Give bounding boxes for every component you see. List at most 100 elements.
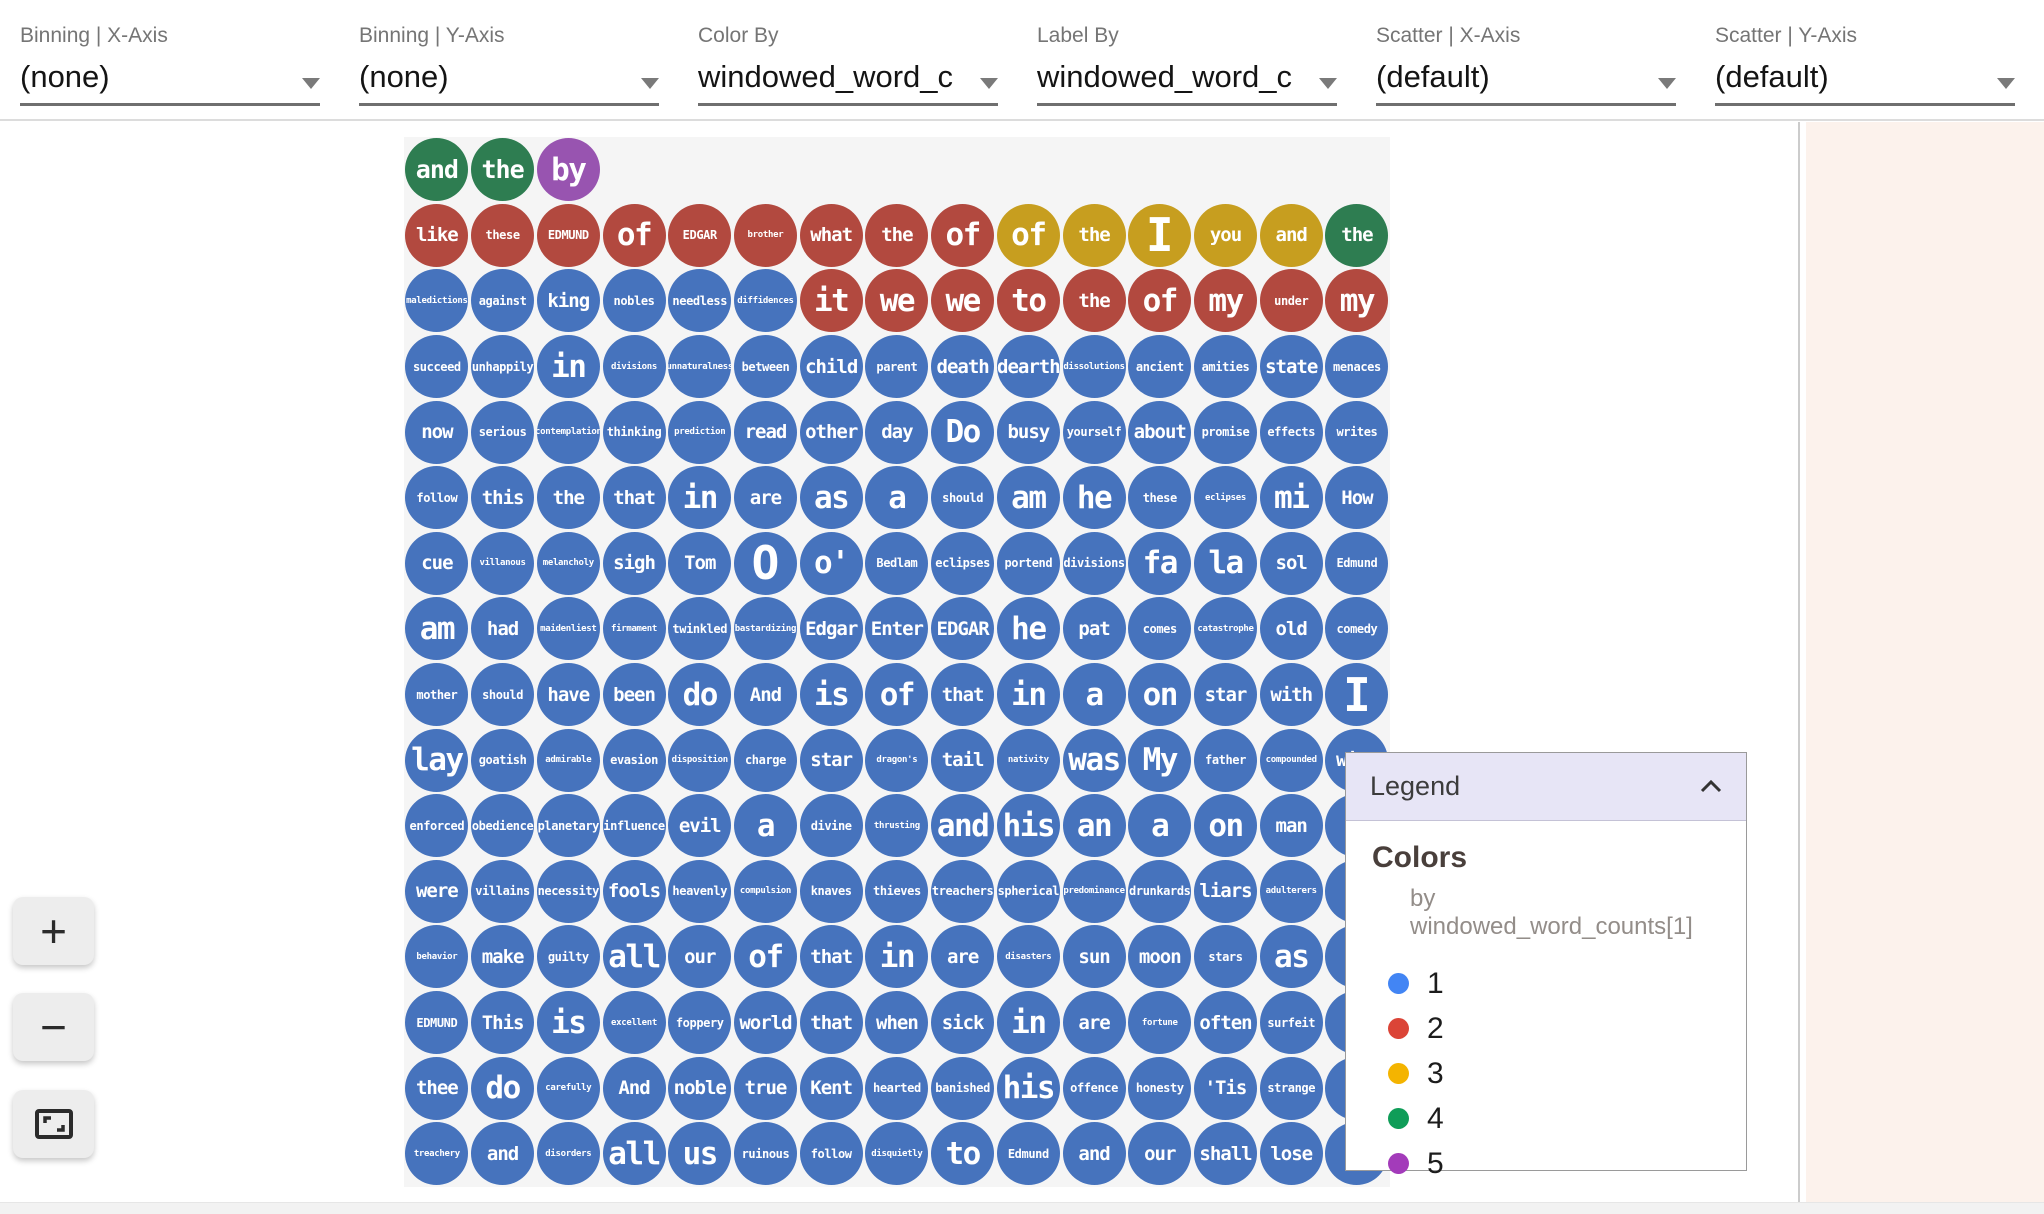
word-bubble[interactable]: the: [865, 203, 929, 267]
word-bubble[interactable]: busy: [996, 400, 1060, 464]
word-bubble[interactable]: surfeit: [1259, 991, 1323, 1055]
word-bubble[interactable]: often: [1193, 991, 1257, 1055]
dropdown-scatter-x[interactable]: Scatter | X-Axis (default): [1376, 0, 1676, 119]
zoom-in-button[interactable]: +: [13, 897, 94, 965]
word-bubble[interactable]: the: [1062, 203, 1126, 267]
word-bubble[interactable]: excellent: [602, 991, 666, 1055]
word-bubble[interactable]: we: [931, 269, 995, 333]
dropdown-binning-y[interactable]: Binning | Y-Axis (none): [359, 0, 659, 119]
word-bubble[interactable]: evil: [668, 794, 732, 858]
word-bubble[interactable]: contemplation: [536, 400, 600, 464]
word-bubble[interactable]: fortune: [1128, 991, 1192, 1055]
word-bubble[interactable]: obedience: [471, 794, 535, 858]
word-bubble[interactable]: about: [1128, 400, 1192, 464]
word-bubble[interactable]: he: [996, 597, 1060, 661]
word-bubble[interactable]: father: [1193, 728, 1257, 792]
word-bubble[interactable]: sick: [931, 991, 995, 1055]
word-bubble[interactable]: like: [405, 203, 469, 267]
word-bubble[interactable]: melancholy: [536, 531, 600, 595]
word-bubble[interactable]: eclipses: [1193, 466, 1257, 530]
word-bubble[interactable]: nativity: [996, 728, 1060, 792]
word-bubble[interactable]: serious: [471, 400, 535, 464]
word-bubble[interactable]: ruinous: [733, 1122, 797, 1186]
word-bubble[interactable]: with: [1259, 663, 1323, 727]
word-bubble[interactable]: lose: [1259, 1122, 1323, 1186]
word-bubble[interactable]: is: [536, 991, 600, 1055]
word-bubble[interactable]: amities: [1193, 335, 1257, 399]
word-bubble[interactable]: my: [1193, 269, 1257, 333]
word-bubble[interactable]: evasion: [602, 728, 666, 792]
word-bubble[interactable]: is: [799, 663, 863, 727]
word-bubble[interactable]: succeed: [405, 335, 469, 399]
word-bubble[interactable]: comedy: [1325, 597, 1389, 661]
word-bubble[interactable]: charge: [733, 728, 797, 792]
word-bubble[interactable]: as: [1259, 925, 1323, 989]
word-bubble[interactable]: follow: [405, 466, 469, 530]
word-bubble[interactable]: Edmund: [996, 1122, 1060, 1186]
word-bubble[interactable]: that: [931, 663, 995, 727]
word-bubble[interactable]: How: [1325, 466, 1389, 530]
word-bubble[interactable]: banished: [931, 1056, 995, 1120]
word-bubble[interactable]: goatish: [471, 728, 535, 792]
word-bubble[interactable]: state: [1259, 335, 1323, 399]
word-bubble[interactable]: maledictions: [405, 269, 469, 333]
word-bubble[interactable]: are: [733, 466, 797, 530]
word-bubble[interactable]: you: [1193, 203, 1257, 267]
word-bubble[interactable]: writes: [1325, 400, 1389, 464]
word-bubble[interactable]: parent: [865, 335, 929, 399]
word-bubble[interactable]: these: [471, 203, 535, 267]
word-bubble[interactable]: shall: [1193, 1122, 1257, 1186]
word-bubble[interactable]: these: [1128, 466, 1192, 530]
word-bubble[interactable]: us: [668, 1122, 732, 1186]
word-bubble[interactable]: cue: [405, 531, 469, 595]
word-bubble[interactable]: make: [471, 925, 535, 989]
dropdown-binning-x[interactable]: Binning | X-Axis (none): [20, 0, 320, 119]
word-bubble[interactable]: I: [1128, 203, 1192, 267]
word-bubble[interactable]: villains: [471, 859, 535, 923]
word-bubble[interactable]: fa: [1128, 531, 1192, 595]
word-bubble[interactable]: star: [799, 728, 863, 792]
word-bubble[interactable]: and: [931, 794, 995, 858]
word-bubble[interactable]: king: [536, 269, 600, 333]
word-bubble[interactable]: stars: [1193, 925, 1257, 989]
dropdown-label-by[interactable]: Label By windowed_word_c: [1037, 0, 1337, 119]
word-bubble[interactable]: in: [996, 663, 1060, 727]
word-bubble[interactable]: are: [1062, 991, 1126, 1055]
word-bubble[interactable]: a: [865, 466, 929, 530]
word-bubble[interactable]: that: [799, 991, 863, 1055]
word-bubble[interactable]: of: [996, 203, 1060, 267]
word-bubble[interactable]: was: [1062, 728, 1126, 792]
word-bubble[interactable]: of: [602, 203, 666, 267]
word-bubble[interactable]: am: [405, 597, 469, 661]
word-bubble[interactable]: a: [1128, 794, 1192, 858]
word-bubble[interactable]: death: [931, 335, 995, 399]
word-bubble[interactable]: And: [602, 1056, 666, 1120]
word-bubble[interactable]: his: [996, 1056, 1060, 1120]
word-bubble[interactable]: yourself: [1062, 400, 1126, 464]
word-bubble[interactable]: villanous: [471, 531, 535, 595]
word-bubble[interactable]: my: [1325, 269, 1389, 333]
word-bubble[interactable]: this: [471, 466, 535, 530]
word-bubble[interactable]: disasters: [996, 925, 1060, 989]
word-bubble[interactable]: noble: [668, 1056, 732, 1120]
word-bubble[interactable]: were: [405, 859, 469, 923]
word-bubble[interactable]: dissolutions: [1062, 335, 1126, 399]
word-bubble[interactable]: carefully: [536, 1056, 600, 1120]
word-bubble[interactable]: true: [733, 1056, 797, 1120]
word-bubble[interactable]: as: [799, 466, 863, 530]
word-bubble[interactable]: treachery: [405, 1122, 469, 1186]
fit-to-screen-button[interactable]: [13, 1090, 94, 1158]
word-bubble[interactable]: do: [471, 1056, 535, 1120]
word-bubble[interactable]: divisions: [602, 335, 666, 399]
dropdown-color-by[interactable]: Color By windowed_word_c: [698, 0, 998, 119]
word-bubble[interactable]: liars: [1193, 859, 1257, 923]
word-bubble[interactable]: dragon's: [865, 728, 929, 792]
word-bubble[interactable]: the: [471, 138, 535, 202]
word-bubble[interactable]: portend: [996, 531, 1060, 595]
word-bubble[interactable]: Enter: [865, 597, 929, 661]
word-bubble[interactable]: eclipses: [931, 531, 995, 595]
word-bubble[interactable]: strange: [1259, 1056, 1323, 1120]
word-bubble[interactable]: the: [536, 466, 600, 530]
word-bubble[interactable]: we: [865, 269, 929, 333]
word-bubble[interactable]: unnaturalness: [668, 335, 732, 399]
